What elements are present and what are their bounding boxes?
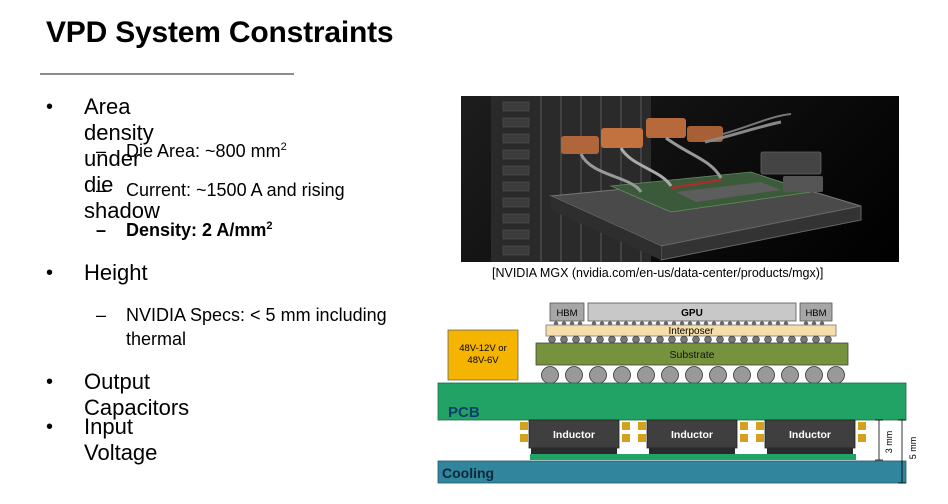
sub-bullet-text: Die Area: ~800 mm	[126, 141, 281, 161]
converter-label-line1: 48V-12V or	[459, 343, 507, 354]
substrate-label: Substrate	[670, 349, 715, 361]
title-underline	[40, 73, 294, 75]
interposer-layer	[545, 324, 837, 337]
bga-balls	[541, 366, 845, 384]
pcb-label: PCB	[448, 404, 480, 421]
hbm-right-block	[799, 302, 833, 322]
slide-title: VPD System Constraints	[46, 16, 394, 49]
hbm-left-block	[549, 302, 585, 322]
sub-bullet-nvidia-specs: NVIDIA Specs: < 5 mm including thermal	[96, 303, 426, 351]
hbm-right-label: HBM	[805, 308, 826, 319]
inductor-label-3: Inductor	[789, 429, 831, 441]
inductor-group-1	[520, 419, 630, 454]
dimension-lines	[875, 419, 906, 484]
superscript: 2	[280, 141, 287, 153]
sub-bullet-current: Current: ~1500 A and rising	[96, 178, 426, 202]
interposer-label: Interposer	[668, 326, 714, 337]
converter-label-line2: 48V-6V	[467, 355, 499, 366]
sub-bullet-line: NVIDIA Specs: < 5 mm including	[126, 305, 387, 325]
pcb-layer	[437, 382, 907, 421]
hbm-left-label: HBM	[556, 308, 577, 319]
gpu-block	[587, 302, 797, 322]
inductor-group-2	[638, 419, 748, 454]
pad-strip	[530, 454, 856, 460]
inductor-label-1: Inductor	[553, 429, 595, 441]
dimension-5mm-label: 5 mm	[908, 437, 918, 460]
inductor-group-3	[756, 419, 866, 454]
gpu-label: GPU	[681, 308, 703, 319]
sub-bullet-text: Density: 2 A/mm	[126, 220, 267, 240]
superscript: 2	[266, 220, 273, 232]
photo-caption: [NVIDIA MGX (nvidia.com/en-us/data-cente…	[492, 266, 824, 280]
vpd-stack-diagram: HBM GPU HBM Interposer Substrate 48V-12V…	[437, 302, 918, 484]
sub-bullet-die-area: Die Area: ~800 mm2	[96, 139, 426, 163]
dimension-3mm-label: 3 mm	[884, 431, 894, 454]
server-illustration	[491, 96, 862, 262]
bullet-input-voltage: Input Voltage	[46, 414, 158, 466]
server-photo	[461, 96, 899, 262]
sub-bullet-line: thermal	[126, 329, 187, 349]
sub-bullet-text: Current: ~1500 A and rising	[126, 180, 345, 200]
inductor-label-2: Inductor	[671, 429, 713, 441]
c4-bumps	[548, 335, 832, 344]
substrate-layer	[535, 342, 849, 366]
sub-bullet-density: Density: 2 A/mm2	[96, 218, 426, 242]
cooling-label: Cooling	[442, 465, 494, 481]
cooling-layer	[437, 460, 907, 484]
converter-block	[447, 329, 519, 381]
bullet-height: Height	[46, 260, 147, 286]
